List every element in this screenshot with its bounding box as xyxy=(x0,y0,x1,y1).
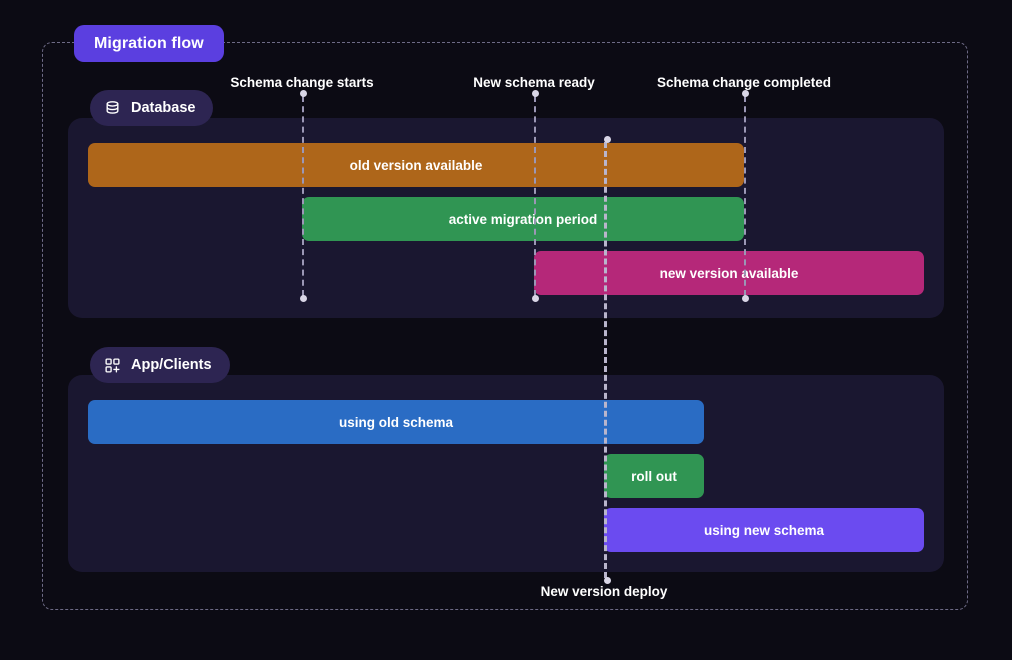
marker-dot-bottom xyxy=(300,295,307,302)
lane-label-app-text: App/Clients xyxy=(131,357,212,373)
app-grid-plus-icon xyxy=(104,357,121,374)
bar-active-migration-period: active migration period xyxy=(302,197,744,241)
diagram-outer-frame xyxy=(42,42,968,610)
bar-label-roll-out: roll out xyxy=(631,468,677,484)
marker-dot-bottom xyxy=(603,577,611,584)
bar-new-version-available: new version available xyxy=(534,251,924,295)
marker-line-schema-change-completed xyxy=(742,90,749,302)
marker-dot-top xyxy=(532,90,539,97)
bar-using-old-schema: using old schema xyxy=(88,400,704,444)
milestone-label-schema-change-completed: Schema change completed xyxy=(656,75,832,90)
marker-label-new-version-deploy: New version deploy xyxy=(540,584,668,599)
marker-dot-top xyxy=(742,90,749,97)
bar-using-new-schema: using new schema xyxy=(604,508,924,552)
database-icon xyxy=(104,100,121,117)
lane-label-database: Database xyxy=(90,90,214,126)
marker-line-schema-change-starts xyxy=(300,90,307,302)
bar-label-new-version-available: new version available xyxy=(659,265,799,281)
marker-dot-bottom xyxy=(742,295,749,302)
marker-line-new-schema-ready xyxy=(532,90,539,302)
marker-line-new-version-deploy xyxy=(603,136,611,584)
marker-dot-top xyxy=(300,90,307,97)
migration-flow-title: Migration flow xyxy=(94,34,204,52)
milestone-label-schema-change-starts: Schema change starts xyxy=(230,75,374,90)
marker-dot-top xyxy=(603,136,611,143)
bar-label-active-migration-period: active migration period xyxy=(448,211,598,227)
bar-roll-out: roll out xyxy=(604,454,704,498)
bar-label-using-old-schema: using old schema xyxy=(338,414,454,430)
migration-flow-badge: Migration flow xyxy=(74,25,224,62)
marker-dot-bottom xyxy=(532,295,539,302)
bar-old-version-available: old version available xyxy=(88,143,744,187)
bar-label-using-new-schema: using new schema xyxy=(703,522,825,538)
lane-label-database-text: Database xyxy=(131,100,196,116)
bar-label-old-version-available: old version available xyxy=(349,157,483,173)
lane-label-app: App/Clients xyxy=(90,347,230,383)
milestone-label-new-schema-ready: New schema ready xyxy=(473,75,595,90)
